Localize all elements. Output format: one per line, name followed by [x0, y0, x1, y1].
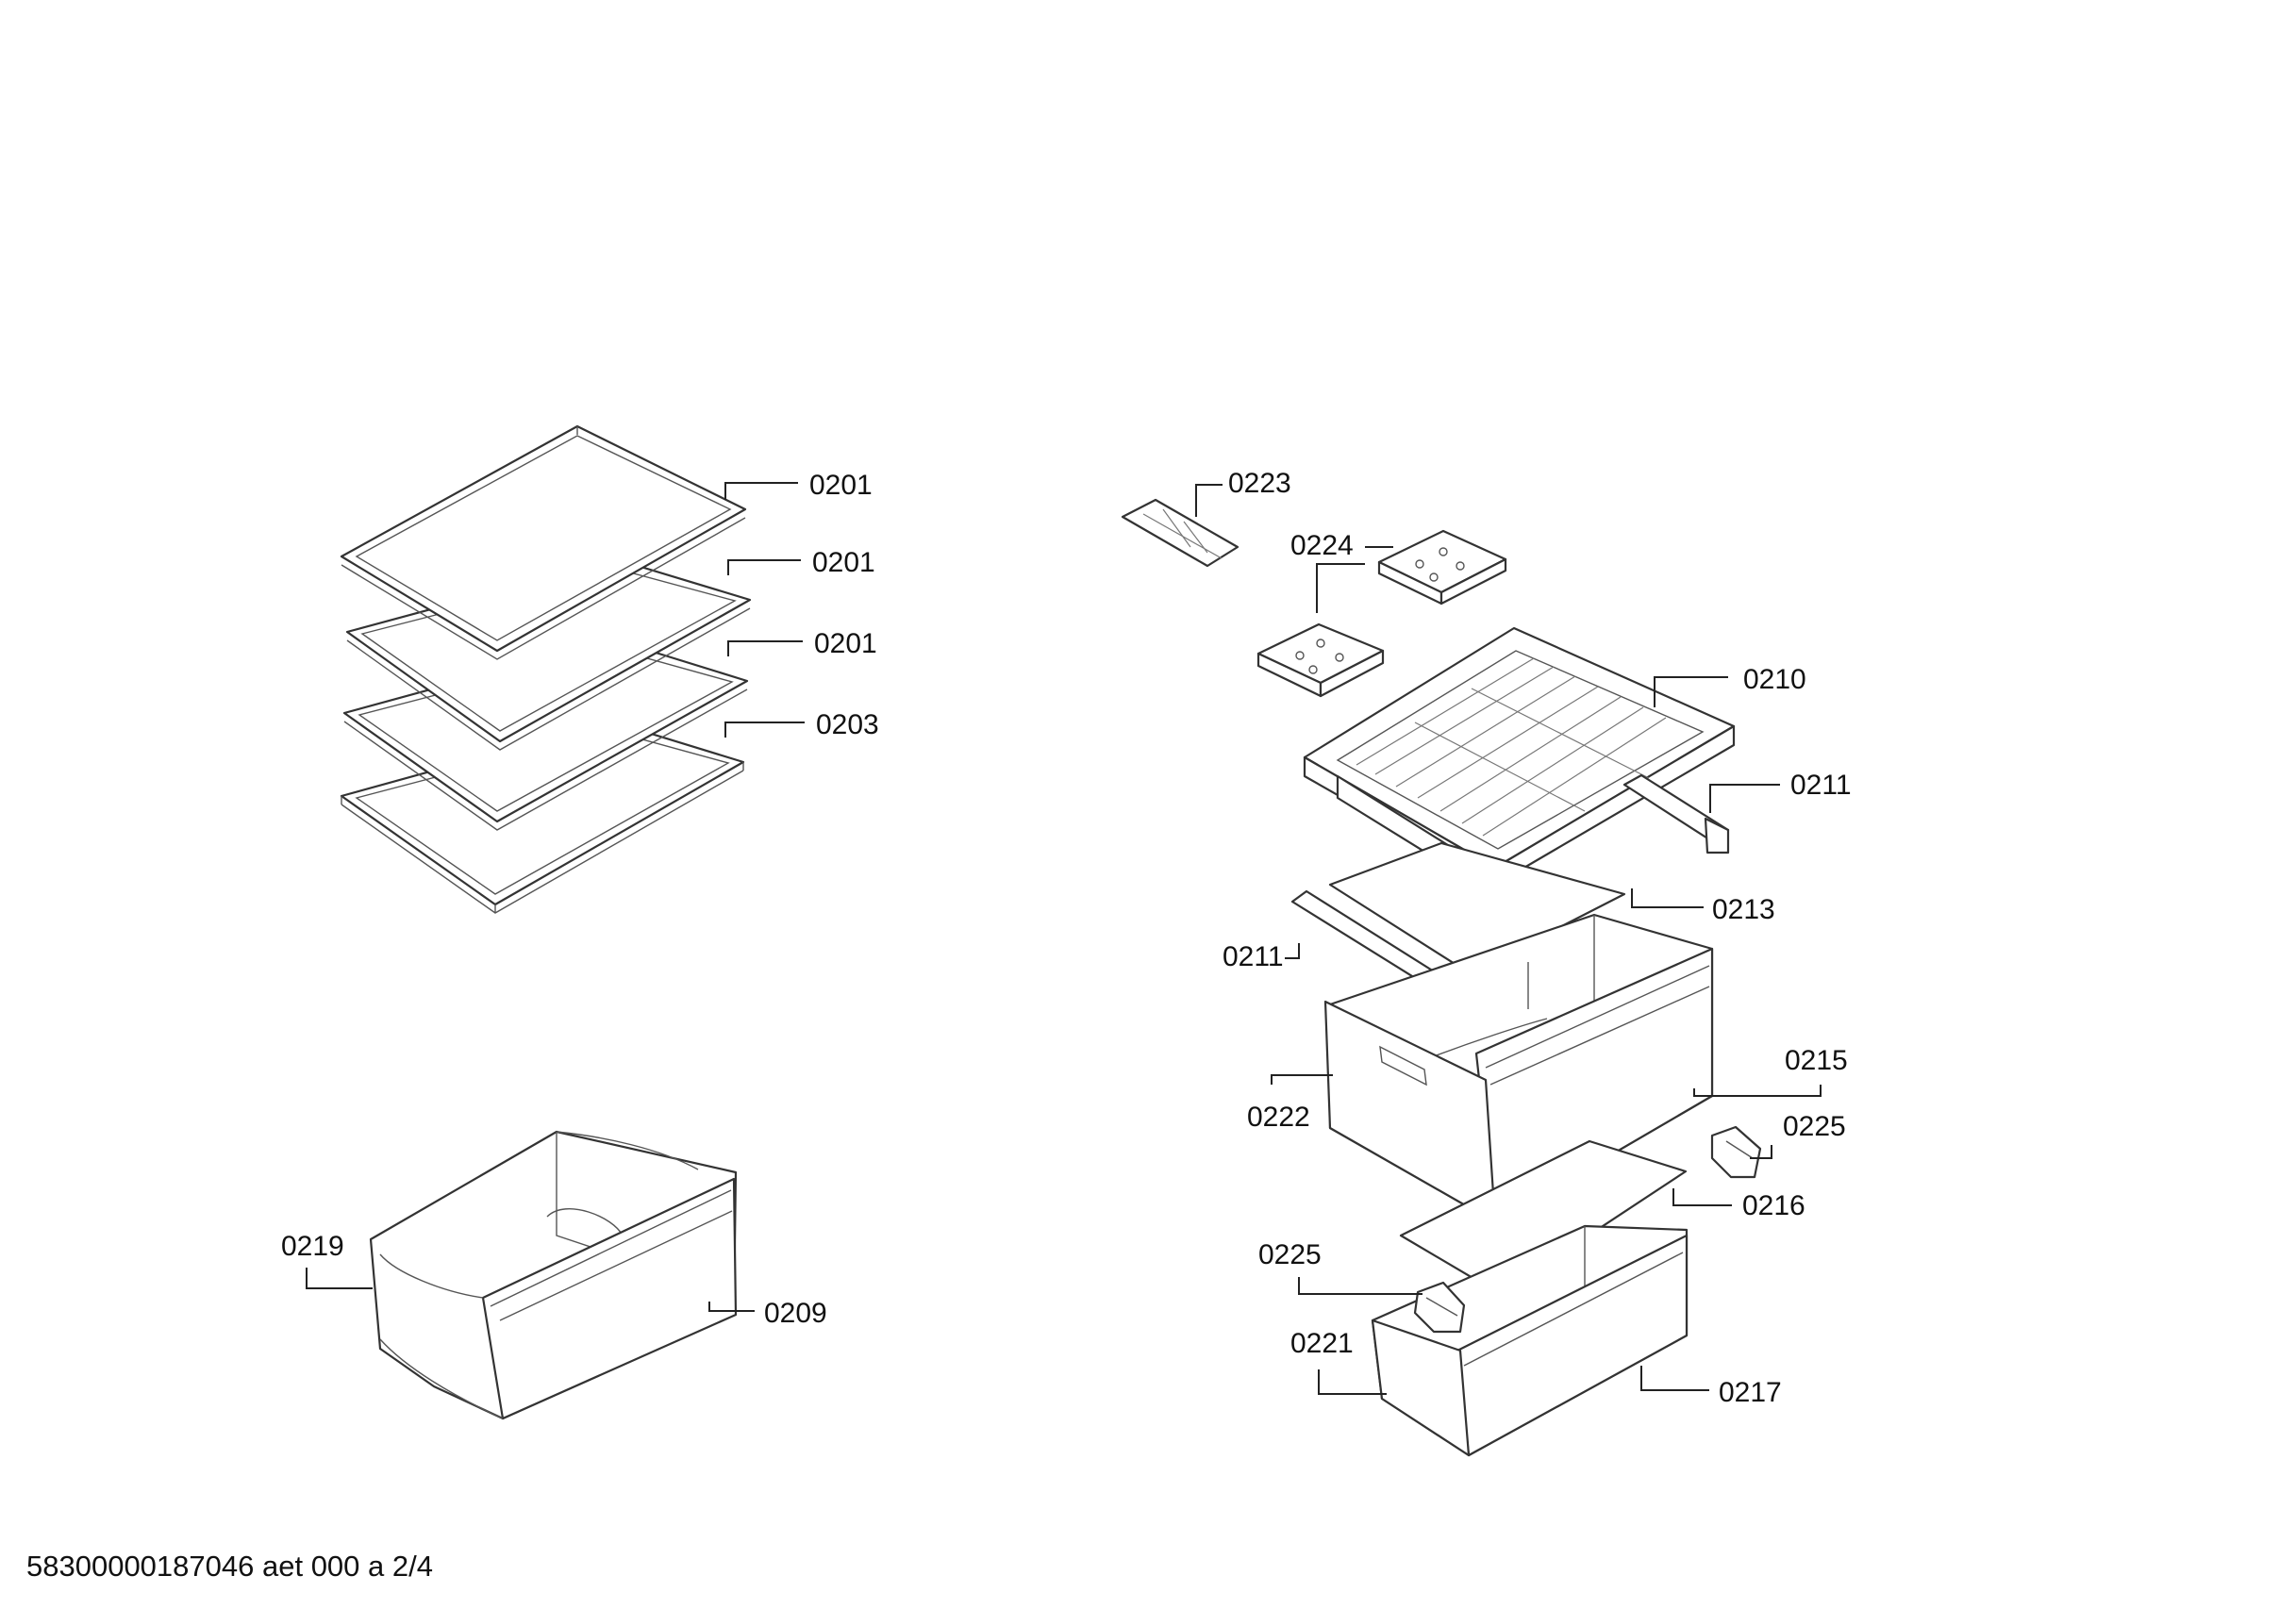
callout-0215: 0215 — [1785, 1045, 1848, 1076]
document-id-footer: 58300000187046 aet 000 a 2/4 — [26, 1550, 433, 1583]
callout-0223: 0223 — [1228, 468, 1291, 499]
glass-plate-0213 — [1328, 841, 1626, 975]
cold-pack-upper — [1377, 529, 1507, 605]
callout-0210: 0210 — [1743, 664, 1806, 695]
callout-0219: 0219 — [281, 1231, 344, 1262]
shelf-stack — [340, 424, 752, 914]
freezer-drawer-lower-0217 — [1371, 1224, 1689, 1457]
tray-grid — [1356, 657, 1667, 837]
rail-right-0211 — [1622, 773, 1730, 854]
callout-0201-a: 0201 — [809, 470, 873, 501]
callout-0221: 0221 — [1290, 1328, 1354, 1359]
callout-0201-b: 0201 — [812, 547, 875, 578]
cold-pack-lower — [1256, 622, 1385, 698]
callout-0225-left: 0225 — [1258, 1239, 1322, 1270]
clip-right-0225 — [1710, 1125, 1762, 1179]
tray-0210 — [1303, 626, 1736, 888]
ice-tray-0223 — [1121, 498, 1240, 568]
callout-0213: 0213 — [1712, 894, 1775, 925]
callout-0209: 0209 — [764, 1298, 827, 1329]
callout-0225-right: 0225 — [1783, 1111, 1846, 1142]
callout-0216: 0216 — [1742, 1190, 1805, 1221]
callout-0211-left: 0211 — [1223, 941, 1284, 972]
callout-0211-right: 0211 — [1790, 770, 1852, 801]
callout-0222: 0222 — [1247, 1102, 1310, 1133]
callout-0201-c: 0201 — [814, 628, 877, 659]
crisper-drawer-0209 — [369, 1130, 738, 1420]
glass-plate-0216 — [1399, 1139, 1688, 1296]
shelf-0201-1 — [340, 424, 747, 660]
callout-0203: 0203 — [816, 709, 879, 740]
callout-0224: 0224 — [1290, 530, 1354, 561]
callout-0217: 0217 — [1719, 1377, 1782, 1408]
